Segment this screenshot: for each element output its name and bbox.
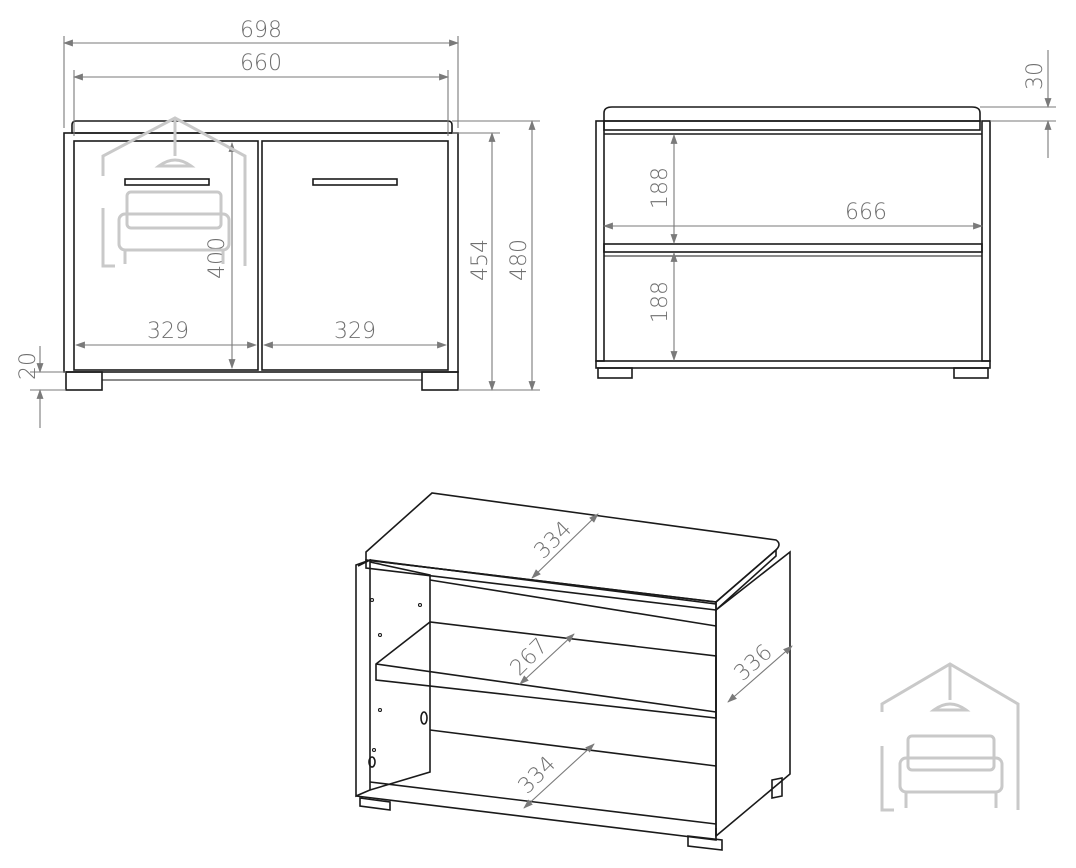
dim-bottom-depth: 334 [514, 752, 561, 799]
dim-side-depth: 336 [730, 640, 778, 687]
dim-inner-width: 666 [845, 200, 887, 225]
dim-width-inner: 660 [240, 51, 282, 76]
dim-body-height: 454 [468, 239, 493, 281]
side-view: 30 666 188 188 [595, 50, 1056, 379]
dim-compartment-upper: 188 [648, 167, 673, 209]
dim-door-width-right: 329 [334, 319, 376, 344]
dim-top-depth: 334 [530, 517, 577, 564]
dim-door-width-left: 329 [147, 319, 189, 344]
house-sofa-logo-icon [880, 662, 1020, 812]
dim-total-height: 480 [507, 239, 532, 281]
dim-compartment-lower: 188 [648, 281, 673, 323]
front-view: 698 660 329 329 400 454 480 20 [16, 18, 540, 428]
dim-door-height: 400 [205, 237, 230, 279]
house-sofa-logo-icon [101, 116, 247, 268]
dim-shelf-depth: 267 [506, 634, 553, 681]
dim-width-overall: 698 [240, 18, 282, 43]
iso-view: 334 267 334 336 [355, 492, 793, 851]
dim-top-thickness: 30 [1023, 62, 1048, 90]
dim-foot-height: 20 [16, 352, 41, 380]
